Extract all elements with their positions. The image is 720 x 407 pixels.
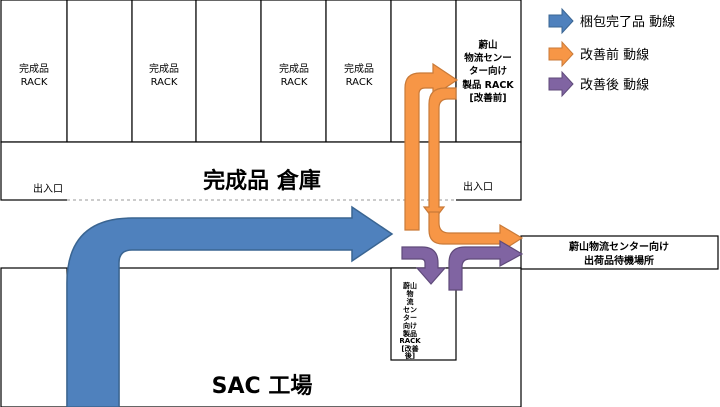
after-route-into-rack-arrow (401, 246, 447, 285)
new-rack-line-9: [改善 (401, 344, 418, 353)
rack-gap-1 (66, 0, 133, 143)
old-rack-line-5: [改善前] (469, 92, 506, 104)
rack-1-label: 完成品 (19, 62, 49, 75)
before-route-to-waiting-arrow (428, 211, 524, 254)
rack-4 (325, 0, 392, 143)
legend-before-label: 改善前 動線 (580, 47, 649, 63)
rack-gap-2 (195, 0, 262, 143)
legend-purple-arrow-icon (548, 70, 574, 98)
rack-2 (131, 0, 197, 143)
new-rack-line-2: 物 (407, 289, 414, 298)
new-rack-line-1: 蔚山 (403, 281, 417, 290)
new-rack-box (390, 267, 457, 361)
new-rack-line-5: ター (403, 313, 417, 322)
rack-3 (260, 0, 327, 143)
rack-1 (0, 0, 68, 143)
new-rack-line-8: RACK (399, 337, 421, 345)
legend-packed-label: 梱包完了品 動線 (580, 14, 675, 30)
rack-2-sub: RACK (151, 77, 178, 88)
factory-left-block (0, 267, 68, 407)
after-route-to-waiting-arrow (448, 239, 524, 291)
rack-gap-3 (390, 0, 457, 143)
entrance-left-label: 出入口 (33, 182, 63, 195)
entrance-right-label: 出入口 (463, 180, 493, 193)
new-rack-line-3: 流 (407, 297, 414, 306)
old-rack-line-2: 物流センー (464, 52, 512, 64)
new-rack-line-10: 後] (404, 351, 415, 360)
legend-after-label: 改善後 動線 (580, 77, 649, 93)
legend-orange-arrow-icon (548, 40, 574, 68)
legend-blue-arrow-icon (548, 7, 574, 35)
rack-2-label: 完成品 (149, 62, 179, 75)
rack-3-label: 完成品 (279, 62, 309, 75)
waiting-area-line-1: 蔚山物流センター向け (569, 240, 669, 253)
rack-4-label: 完成品 (344, 62, 374, 75)
old-rack-line-1: 蔚山 (478, 39, 497, 51)
waiting-area-box (520, 235, 719, 270)
warehouse-title: 完成品 倉庫 (203, 168, 321, 194)
new-rack-line-7: 製品 (402, 329, 417, 338)
old-rack-line-3: ター向け (469, 65, 507, 77)
old-rack-box (455, 0, 522, 143)
rack-1-sub: RACK (21, 77, 48, 88)
waiting-area-line-2: 出荷品待機場所 (584, 254, 654, 267)
packed-goods-route-arrow (66, 205, 394, 407)
rack-4-sub: RACK (346, 77, 373, 88)
old-rack-line-4: 製品 RACK (461, 79, 514, 91)
factory-title: SAC 工場 (212, 374, 313, 399)
rack-3-sub: RACK (281, 77, 308, 88)
new-rack-line-6: 向け (403, 321, 417, 330)
new-rack-line-4: セン (403, 306, 417, 314)
